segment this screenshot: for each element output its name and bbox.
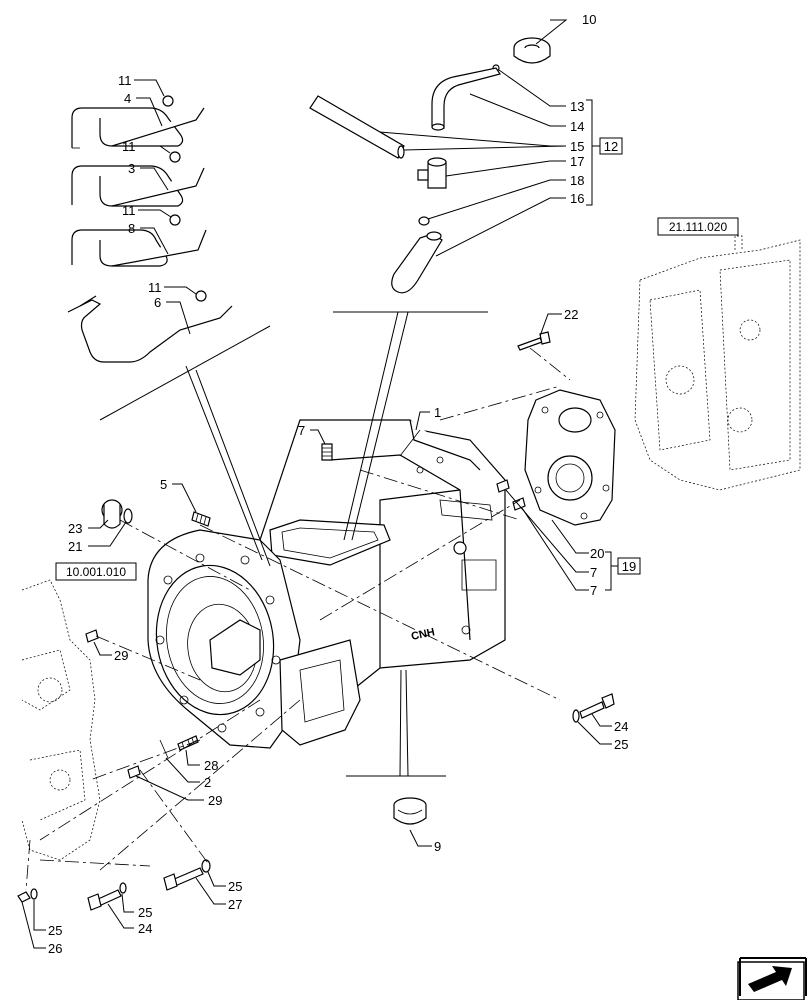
callout-1: 1 [434, 405, 441, 420]
callout-25-right: 25 [614, 737, 628, 752]
callout-22: 22 [564, 307, 578, 322]
stud-28[interactable] [177, 735, 199, 751]
bolt-24-right[interactable] [579, 693, 615, 719]
callout-9: 9 [434, 839, 441, 854]
callout-7-low: 7 [590, 583, 597, 598]
callout-13: 13 [570, 99, 584, 114]
callout-11-a: 11 [118, 73, 132, 88]
washer-25-b[interactable] [119, 882, 127, 894]
callout-24-right: 24 [614, 719, 628, 734]
o-ring-11-d[interactable] [195, 290, 207, 302]
ref-box-right[interactable]: 21.111.020 [657, 217, 739, 236]
callout-11-c: 11 [122, 203, 136, 218]
callout-2: 2 [204, 775, 211, 790]
transmission-housing-1[interactable]: CNH [145, 419, 506, 749]
o-ring-11-c[interactable] [169, 214, 181, 226]
brand-mark: CNH [410, 626, 436, 643]
callout-11-b: 11 [122, 139, 136, 154]
callout-5: 5 [160, 477, 167, 492]
washer-25-right[interactable] [572, 709, 580, 723]
callout-15: 15 [570, 139, 584, 154]
callout-16: 16 [570, 191, 584, 206]
callout-6: 6 [154, 295, 161, 310]
pipe-3[interactable] [71, 165, 205, 207]
callout-7-mid: 7 [590, 565, 597, 580]
callout-20: 20 [590, 546, 604, 561]
o-ring-21[interactable] [123, 508, 133, 524]
assembly-ghost-right [634, 235, 801, 491]
pipe-8[interactable] [71, 229, 207, 267]
washer-25-d[interactable] [30, 888, 38, 900]
callout-26: 26 [48, 941, 62, 956]
callout-11-d: 11 [148, 280, 162, 295]
plug-29-a[interactable] [85, 629, 99, 643]
callout-10: 10 [582, 12, 596, 27]
callout-25-c: 25 [228, 879, 242, 894]
callout-24-left: 24 [138, 921, 152, 936]
callout-25-b: 25 [138, 905, 152, 920]
callout-19: 19 [622, 559, 636, 574]
pin-2[interactable] [159, 739, 169, 759]
nut-26[interactable] [17, 891, 31, 903]
plug-7-top[interactable] [321, 443, 333, 461]
callout-4: 4 [124, 91, 131, 106]
exploded-lines [25, 311, 571, 891]
o-ring-11-b[interactable] [169, 151, 181, 163]
callout-3: 3 [128, 161, 135, 176]
bolt-27[interactable] [163, 867, 204, 891]
callout-8: 8 [128, 221, 135, 236]
pipe-16[interactable] [391, 231, 443, 294]
callout-14: 14 [570, 119, 584, 134]
o-ring-18[interactable] [418, 216, 430, 226]
next-page-arrow-icon[interactable] [737, 957, 807, 1000]
hose-15[interactable] [309, 95, 405, 159]
stud-5[interactable] [191, 511, 211, 527]
callout-21: 21 [68, 539, 82, 554]
o-ring-11-a[interactable] [162, 95, 174, 107]
plug-7-a[interactable] [496, 479, 510, 493]
plug-23[interactable] [101, 499, 123, 529]
cap-10[interactable] [513, 37, 551, 64]
callout-23: 23 [68, 521, 82, 536]
plug-29-b[interactable] [127, 765, 141, 779]
bolt-24-left[interactable] [87, 889, 122, 911]
callout-29-a: 29 [114, 648, 128, 663]
fitting-17[interactable] [417, 157, 447, 189]
pipe-6[interactable] [67, 295, 233, 363]
group-box-19 [617, 557, 641, 575]
washer-25-c[interactable] [201, 859, 211, 873]
callout-25-d: 25 [48, 923, 62, 938]
group-box-12 [599, 137, 623, 155]
pipe-14[interactable] [431, 67, 501, 131]
callout-7-top: 7 [298, 423, 305, 438]
callout-28: 28 [204, 758, 218, 773]
callout-27: 27 [228, 897, 242, 912]
ref-label-left: 10.001.010 [66, 565, 126, 579]
callout-12: 12 [604, 139, 618, 154]
bolt-22[interactable] [517, 331, 551, 351]
callout-29-b: 29 [208, 793, 222, 808]
ref-box-left[interactable]: 10.001.010 [55, 562, 137, 581]
callout-17: 17 [570, 154, 584, 169]
callout-18: 18 [570, 173, 584, 188]
pipe-4[interactable] [71, 107, 205, 149]
plug-9[interactable] [393, 797, 427, 825]
assembly-ghost-left [21, 579, 101, 861]
callout-leaders [21, 19, 612, 949]
ref-label-right: 21.111.020 [669, 220, 728, 234]
cover-20[interactable] [524, 389, 616, 526]
